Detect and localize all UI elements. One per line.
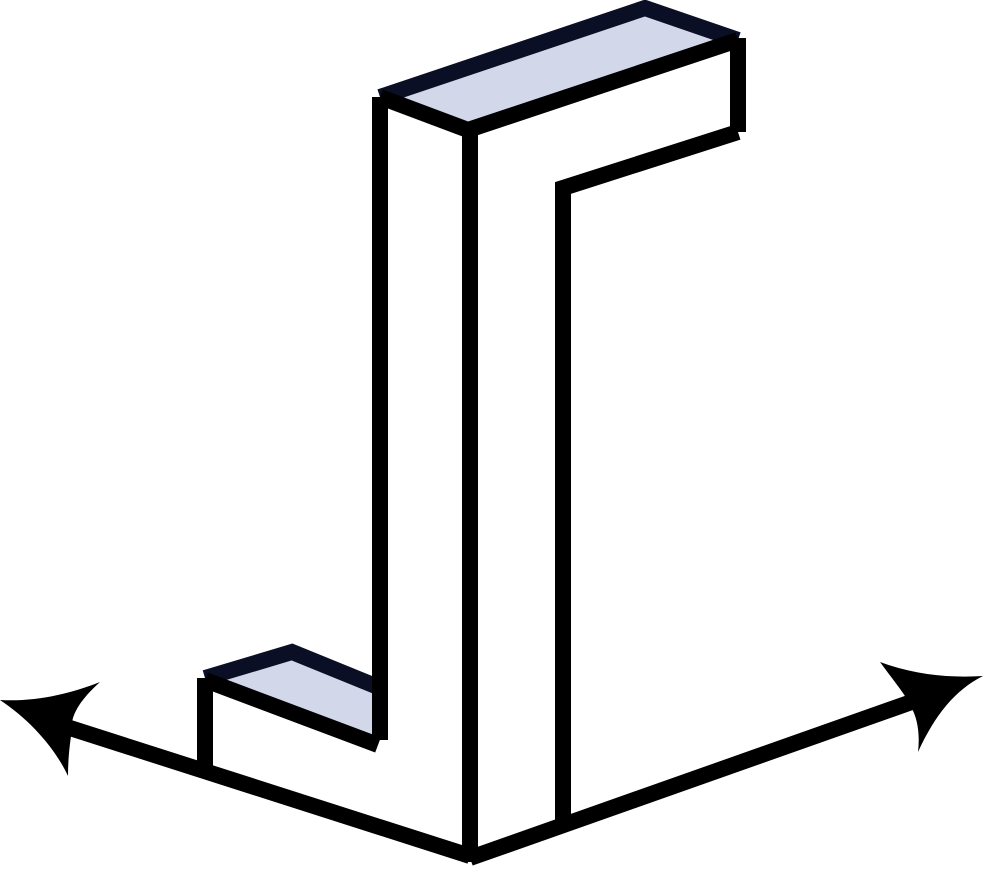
top-face-tall [380, 8, 738, 130]
right-axis-line [467, 684, 943, 866]
top-face-base-rim [202, 643, 382, 695]
top-face-tall-rim [377, 0, 741, 105]
right-axis-arrowhead [880, 662, 983, 752]
lip-underside-edge [555, 124, 741, 828]
left-axis-arrowhead [0, 682, 100, 776]
left-axis-line [42, 712, 473, 864]
base-step-edge [202, 672, 381, 753]
